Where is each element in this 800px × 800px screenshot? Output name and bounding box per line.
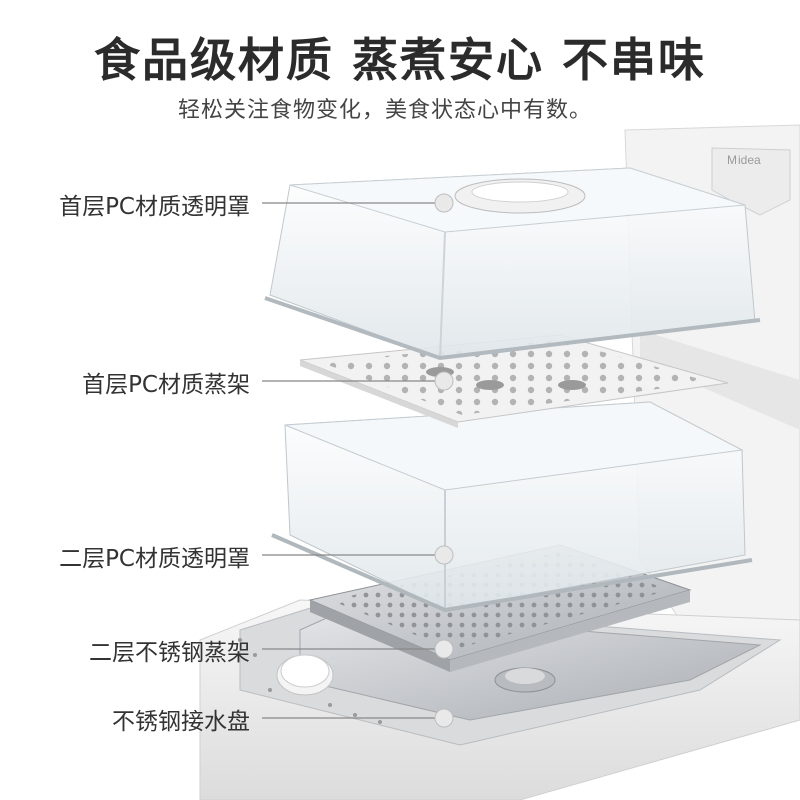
subheadline: 轻松关注食物变化，美食状态心中有数。 <box>177 98 592 123</box>
pc-steamer-rack <box>299 334 729 428</box>
callout-dots <box>434 193 454 728</box>
brand-logo: M <box>727 153 737 167</box>
second-clear-cover <box>271 401 753 613</box>
callout-pc-steamer-rack: 首层PC材质蒸架 <box>82 372 250 398</box>
callout-drip-tray: 不锈钢接水盘 <box>112 709 250 735</box>
callout-top-clear-cover: 首层PC材质透明罩 <box>59 194 250 220</box>
svg-text:idea: idea <box>738 153 761 167</box>
leader-lines <box>262 202 440 719</box>
headline: 食品级材质 蒸煮安心 不串味 <box>93 33 707 87</box>
callout-stainless-steamer-rack: 二层不锈钢蒸架 <box>89 640 250 666</box>
callout-second-clear-cover: 二层PC材质透明罩 <box>59 546 250 572</box>
top-clear-cover <box>264 167 761 361</box>
